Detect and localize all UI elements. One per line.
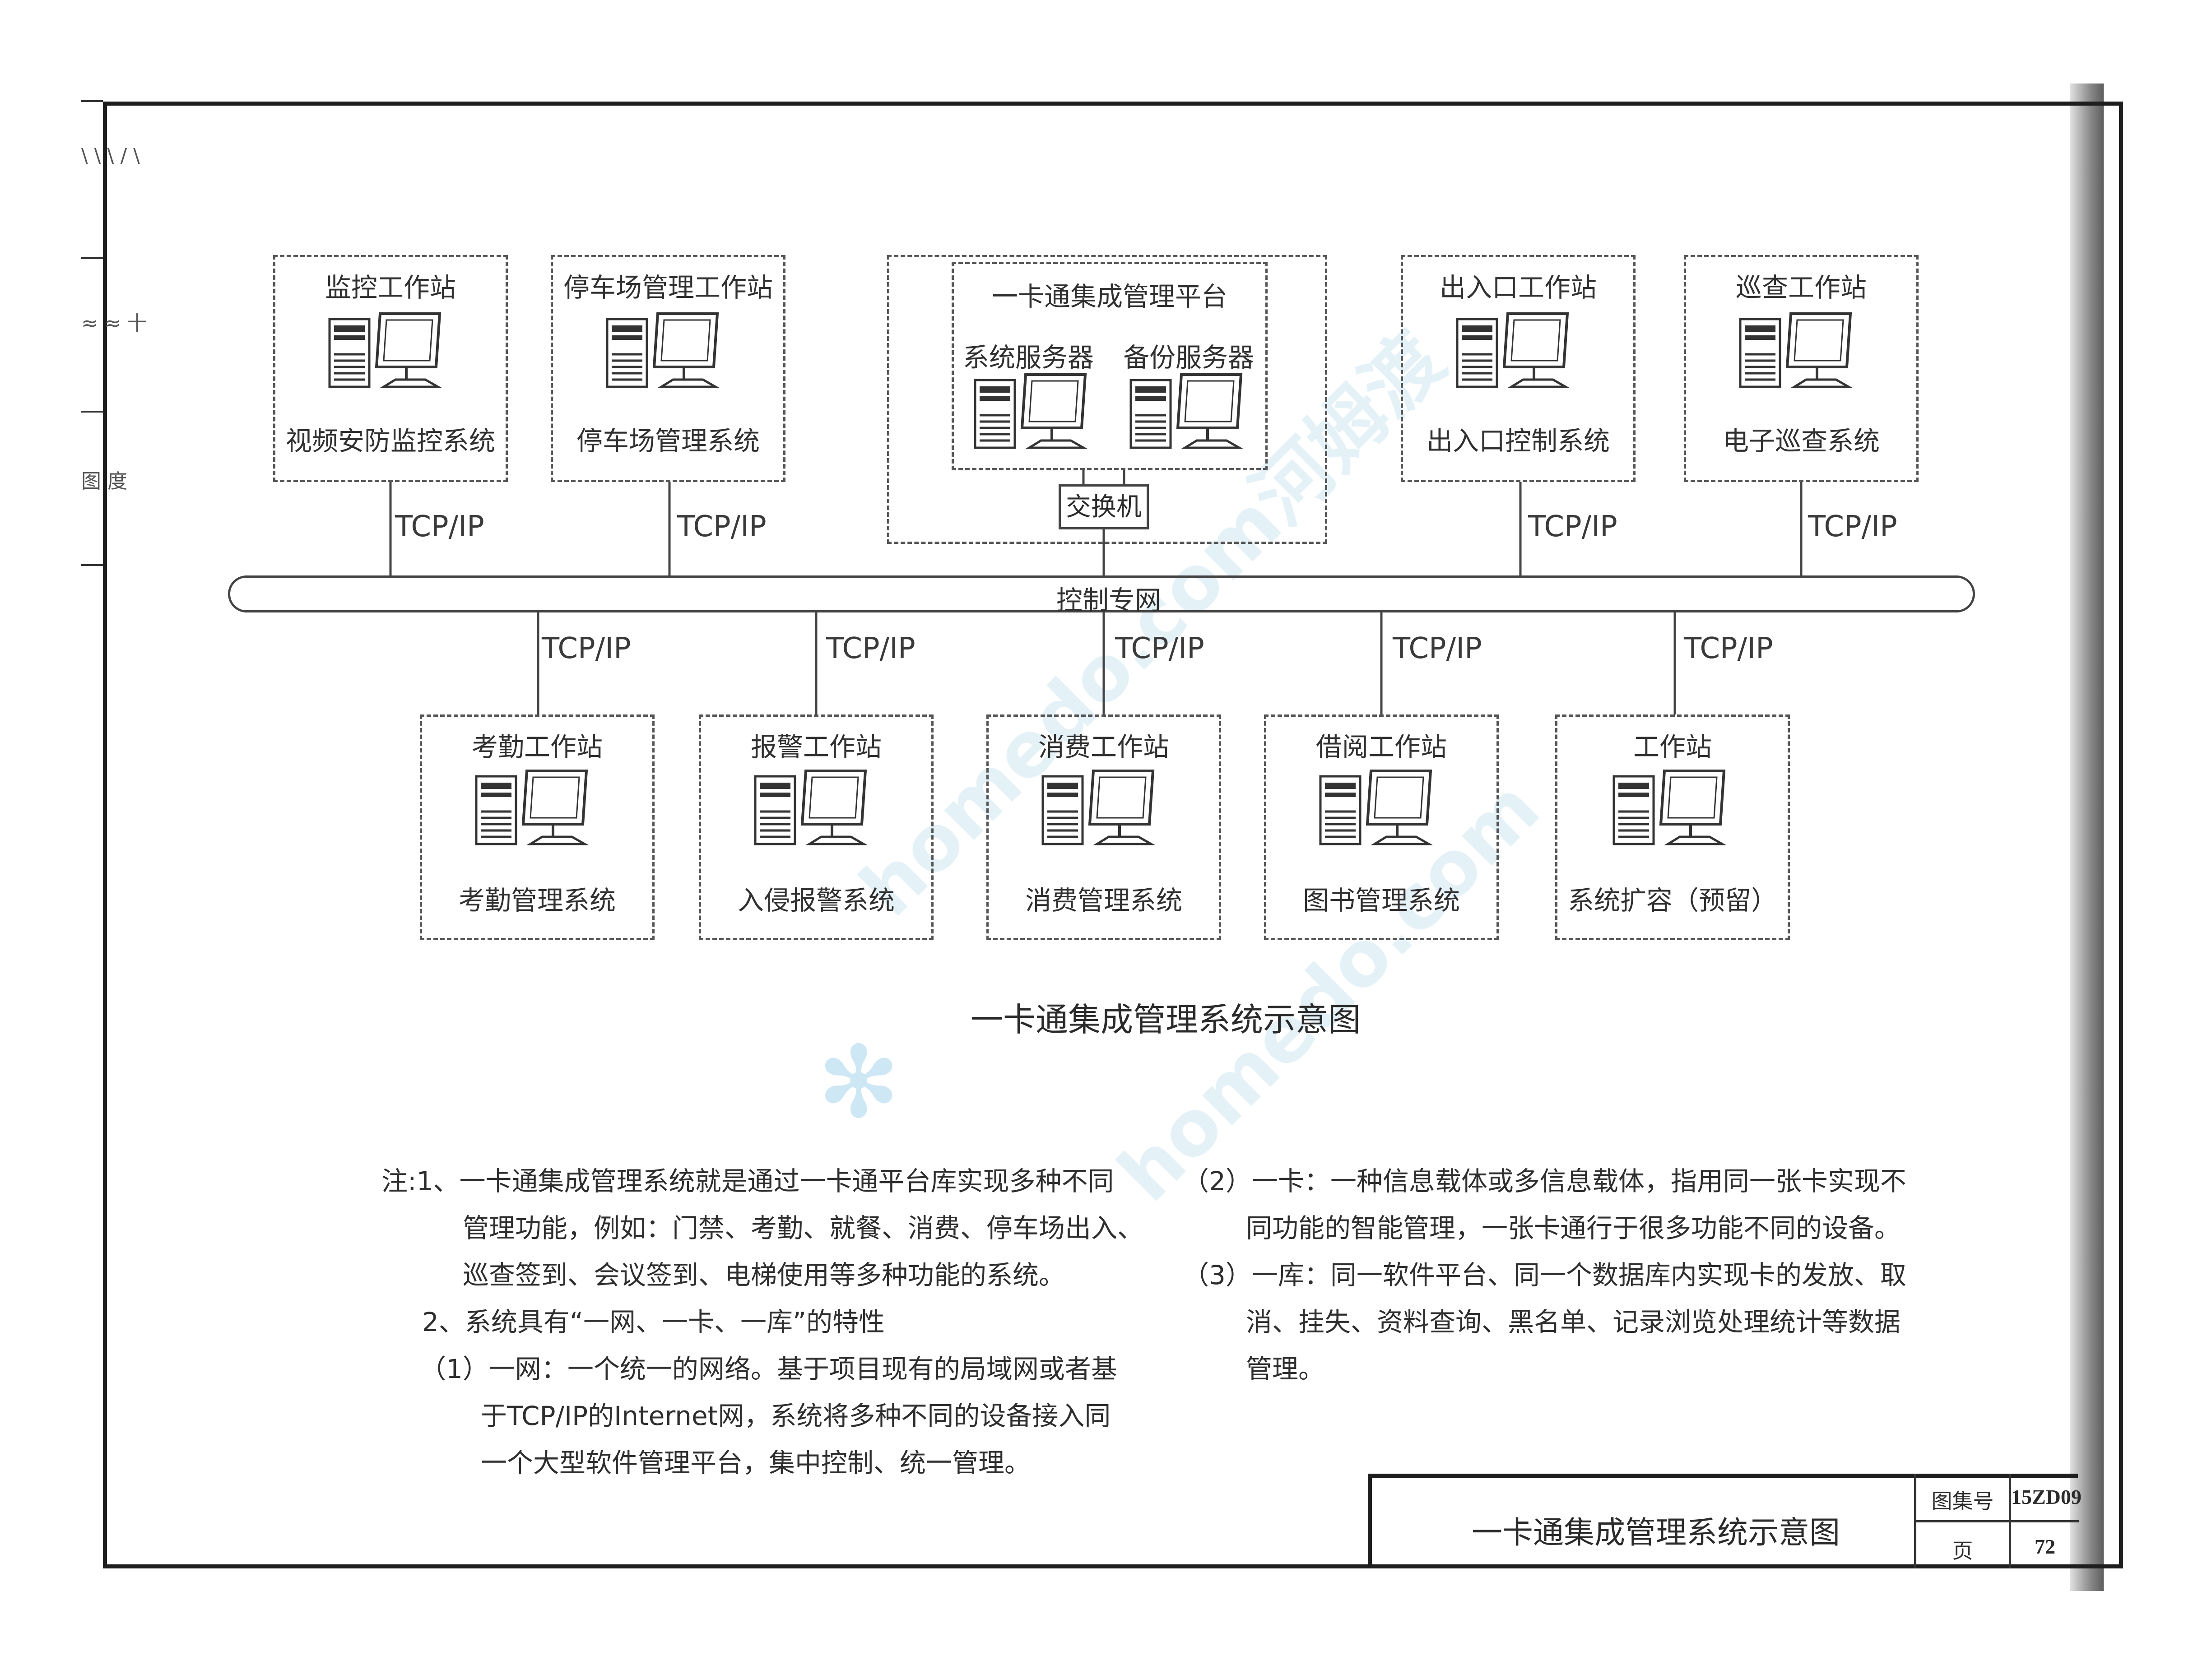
- workstation-parking: 停车场管理工作站 停车场管理系统: [551, 255, 785, 482]
- integrated-platform-outer: [887, 255, 1327, 544]
- tcp-ip-label: TCP/IP: [1393, 632, 1482, 665]
- atlas-number-label: 图集号: [1931, 1489, 1994, 1513]
- note-line: （2）一卡：一种信息载体或多信息载体，指用同一张卡实现不: [1183, 1166, 1906, 1197]
- backup-server-label: 备份服务器: [1123, 342, 1255, 373]
- workstation-system: 视频安防监控系统: [285, 426, 495, 456]
- tcp-ip-label: TCP/IP: [1528, 510, 1617, 543]
- margin-mark-2: ≈ ≈ 十: [81, 312, 147, 335]
- workstation-system: 系统扩容（预留）: [1567, 885, 1777, 916]
- workstation-alarm: 报警工作站 入侵报警系统: [699, 714, 934, 940]
- margin-tick: [81, 564, 103, 566]
- tcp-ip-label: TCP/IP: [826, 632, 915, 665]
- note-line: 管理。: [1246, 1354, 1325, 1384]
- note-line: 一个大型软件管理平台，集中控制、统一管理。: [481, 1447, 1031, 1478]
- workstation-system: 图书管理系统: [1302, 885, 1460, 916]
- workstation-monitoring: 监控工作站 视频安防监控系统: [273, 255, 508, 482]
- atlas-number-value: 15ZD09: [2011, 1485, 2082, 1508]
- flower-logo-icon: ✻: [817, 1025, 901, 1140]
- title-block-title: 一卡通集成管理系统示意图: [1472, 1515, 1840, 1551]
- workstation-system: 电子巡查系统: [1722, 426, 1880, 456]
- title-block-divider: [1914, 1520, 2079, 1522]
- note-line: 注:1、一卡通集成管理系统就是通过一卡通平台库实现多种不同: [381, 1166, 1114, 1197]
- workstation-system: 考勤管理系统: [458, 885, 616, 916]
- diagram-caption: 一卡通集成管理系统示意图: [971, 1001, 1361, 1039]
- workstation-title: 巡查工作站: [1735, 272, 1867, 303]
- workstation-system: 消费管理系统: [1025, 885, 1182, 916]
- note-line: 2、系统具有“一网、一卡、一库”的特性: [422, 1307, 885, 1337]
- tcp-ip-label: TCP/IP: [395, 510, 484, 543]
- workstation-title: 借阅工作站: [1315, 732, 1447, 762]
- system-server-label: 系统服务器: [963, 342, 1094, 373]
- drawing-frame: [103, 102, 2123, 1568]
- workstation-title: 停车场管理工作站: [563, 272, 773, 303]
- workstation-consumption: 消费工作站 消费管理系统: [986, 714, 1221, 940]
- note-line: 管理功能，例如：门禁、考勤、就餐、消费、停车场出入、: [463, 1213, 1144, 1243]
- margin-tick: [81, 257, 103, 259]
- workstation-title: 工作站: [1633, 732, 1712, 762]
- control-network-bus: [228, 575, 1975, 612]
- workstation-library: 借阅工作站 图书管理系统: [1264, 714, 1499, 940]
- page-label: 页: [1952, 1539, 1973, 1563]
- workstation-title: 监控工作站: [325, 272, 456, 303]
- margin-mark-1: \ \ \ / \: [81, 144, 140, 167]
- workstation-patrol: 巡查工作站 电子巡查系统: [1684, 255, 1919, 482]
- page-number: 72: [2035, 1535, 2055, 1558]
- note-line: （3）一库：同一软件平台、同一个数据库内实现卡的发放、取: [1183, 1260, 1906, 1290]
- note-line: （1）一网：一个统一的网络。基于项目现有的局域网或者基: [420, 1354, 1117, 1384]
- workstation-entrance: 出入口工作站 出入口控制系统: [1401, 255, 1636, 482]
- integrated-platform-inner: 一卡通集成管理平台 系统服务器 备份服务器: [952, 262, 1268, 470]
- workstation-reserved: 工作站 系统扩容（预留）: [1555, 714, 1790, 940]
- workstation-system: 停车场管理系统: [576, 426, 760, 456]
- tcp-ip-label: TCP/IP: [1808, 510, 1897, 543]
- note-line: 消、挂失、资料查询、黑名单、记录浏览处理统计等数据: [1246, 1307, 1901, 1337]
- note-line: 同功能的智能管理，一张卡通行于很多功能不同的设备。: [1246, 1213, 1901, 1243]
- workstation-title: 考勤工作站: [471, 732, 603, 762]
- tcp-ip-label: TCP/IP: [542, 632, 631, 665]
- tcp-ip-label: TCP/IP: [677, 510, 767, 543]
- tcp-ip-label: TCP/IP: [1684, 632, 1773, 665]
- workstation-system: 出入口控制系统: [1426, 426, 1610, 456]
- margin-tick: [81, 100, 103, 102]
- workstation-system: 入侵报警系统: [737, 885, 895, 916]
- note-line: 巡查签到、会议签到、电梯使用等多种功能的系统。: [463, 1260, 1065, 1290]
- workstation-title: 出入口工作站: [1439, 272, 1597, 303]
- network-switch: 交换机: [1059, 484, 1149, 529]
- scan-edge-shadow: [2070, 84, 2104, 1591]
- tcp-ip-label: TCP/IP: [1115, 632, 1204, 665]
- control-network-label: 控制专网: [1056, 585, 1162, 616]
- platform-title: 一卡通集成管理平台: [991, 281, 1227, 312]
- workstation-title: 报警工作站: [750, 732, 882, 762]
- title-block: [1368, 1474, 2078, 1568]
- margin-tick: [81, 411, 103, 413]
- note-line: 于TCP/IP的Internet网，系统将多种不同的设备接入同: [481, 1401, 1111, 1431]
- workstation-title: 消费工作站: [1038, 732, 1169, 762]
- workstation-attendance: 考勤工作站 考勤管理系统: [420, 714, 655, 940]
- margin-mark-3: 图 度: [81, 470, 127, 493]
